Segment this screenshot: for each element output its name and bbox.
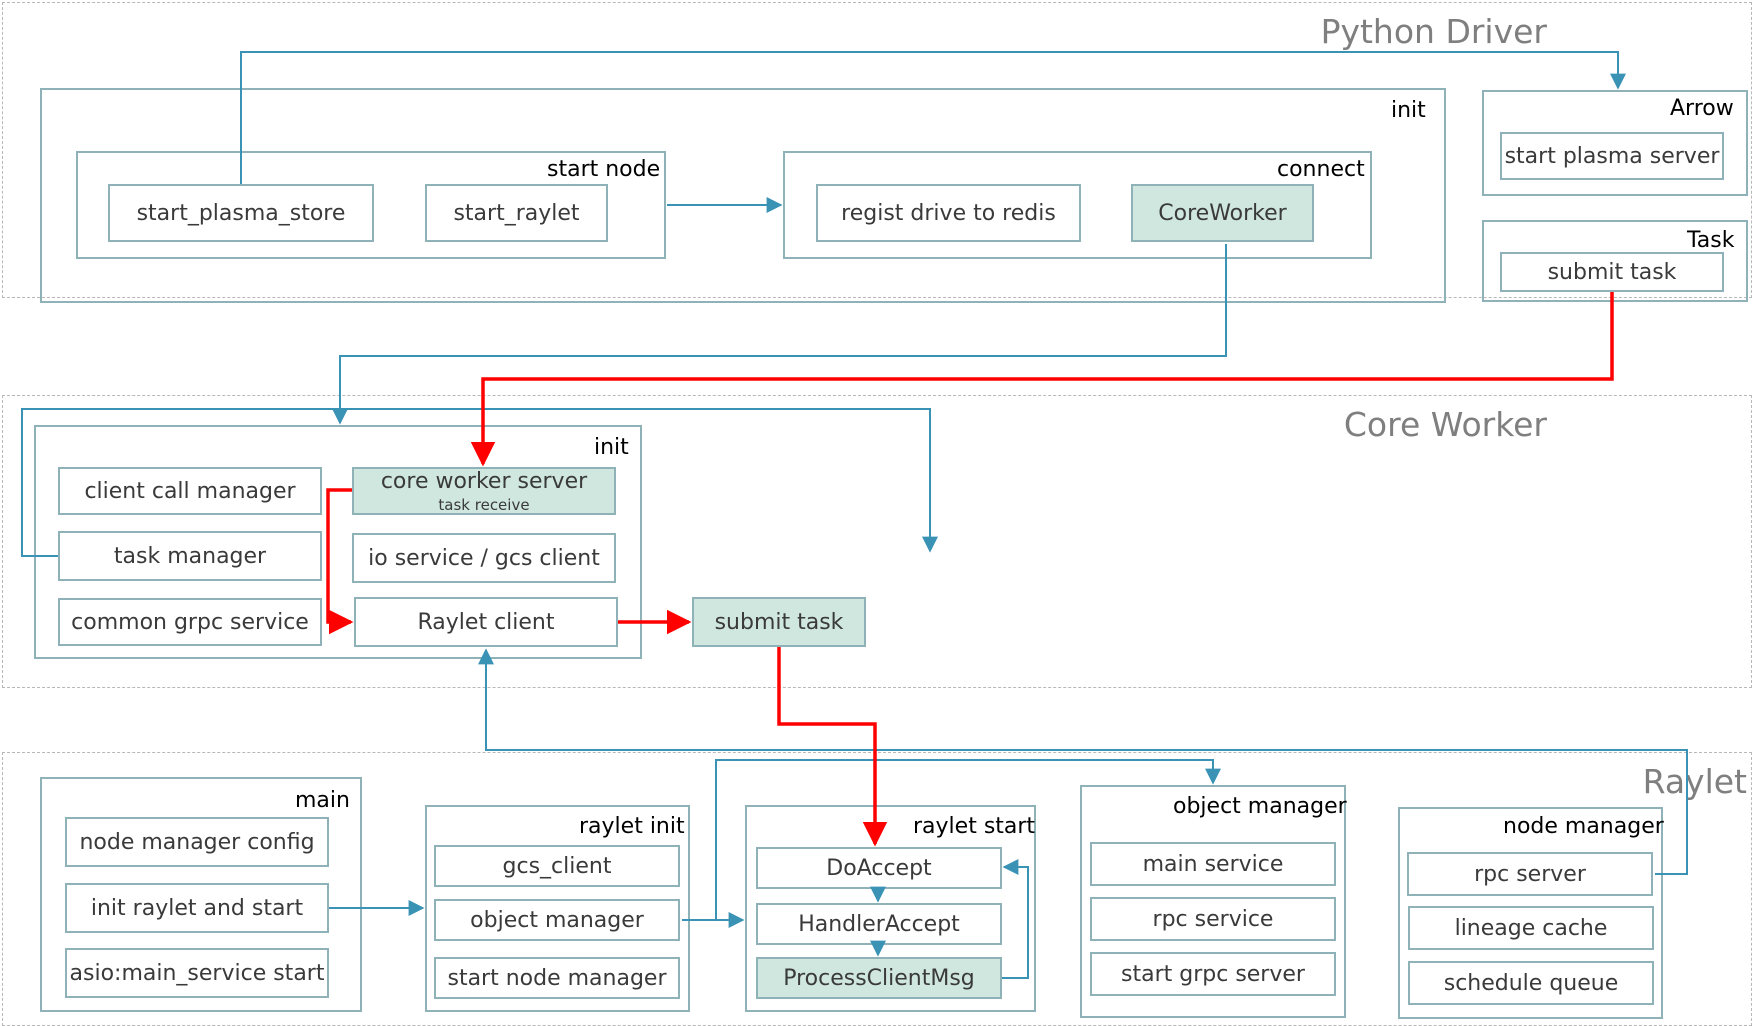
core-worker-init-title: init (594, 435, 629, 460)
start-raylet-box: start_raylet (425, 184, 608, 242)
io-service-gcs-client-box: io service / gcs client (352, 533, 616, 583)
start-plasma-server-box: start plasma server (1500, 132, 1724, 180)
core-worker-server-box: core worker server task receive (352, 467, 616, 515)
core-worker-title: Core Worker (1343, 405, 1547, 444)
python-driver-title: Python Driver (1320, 12, 1547, 51)
core-worker-server-label: core worker server (380, 468, 588, 494)
arrow-title: Arrow (1670, 96, 1734, 121)
raylet-start-title: raylet start (913, 814, 1036, 839)
client-call-manager-box: client call manager (58, 467, 322, 515)
processclientmsg-box: ProcessClientMsg (756, 957, 1002, 999)
init-raylet-start-box: init raylet and start (65, 883, 329, 933)
driver-init-title: init (1391, 98, 1426, 123)
start-node-title: start node (547, 157, 661, 182)
main-service-box: main service (1090, 842, 1336, 886)
common-grpc-service-box: common grpc service (58, 598, 322, 646)
core-worker-server-sublabel: task receive (438, 495, 530, 514)
lineage-cache-box: lineage cache (1408, 906, 1654, 950)
rpc-server-box: rpc server (1407, 852, 1653, 896)
start-grpc-server-box: start grpc server (1090, 952, 1336, 996)
node-manager-config-box: node manager config (65, 817, 329, 867)
node-manager-title: node manager (1503, 814, 1664, 839)
raylet-client-box: Raylet client (354, 597, 618, 647)
task-manager-box: task manager (58, 531, 322, 581)
main-title: main (295, 788, 350, 813)
rpc-service-box: rpc service (1090, 897, 1336, 941)
doaccept-box: DoAccept (756, 847, 1002, 889)
main-group (40, 777, 362, 1012)
raylet-title: Raylet (1642, 762, 1747, 801)
connect-title: connect (1277, 157, 1365, 182)
task-title: Task (1687, 228, 1735, 253)
raylet-init-title: raylet init (579, 814, 685, 839)
asio-main-service-start-box: asio:main_service start (65, 948, 329, 998)
start-plasma-store-box: start_plasma_store (108, 184, 374, 242)
object-manager-title: object manager (1173, 794, 1347, 819)
raylet-init-object-manager-box: object manager (434, 899, 680, 941)
start-node-manager-box: start node manager (434, 957, 680, 999)
driver-submit-task-box: submit task (1500, 252, 1724, 292)
coreworker-box: CoreWorker (1131, 184, 1314, 242)
core-worker-submit-task-box: submit task (692, 597, 866, 647)
gcs-client-box: gcs_client (434, 845, 680, 887)
handleraccept-box: HandlerAccept (756, 903, 1002, 945)
task-group (1482, 220, 1748, 302)
schedule-queue-box: schedule queue (1408, 961, 1654, 1005)
regist-driver-redis-box: regist drive to redis (816, 184, 1081, 242)
